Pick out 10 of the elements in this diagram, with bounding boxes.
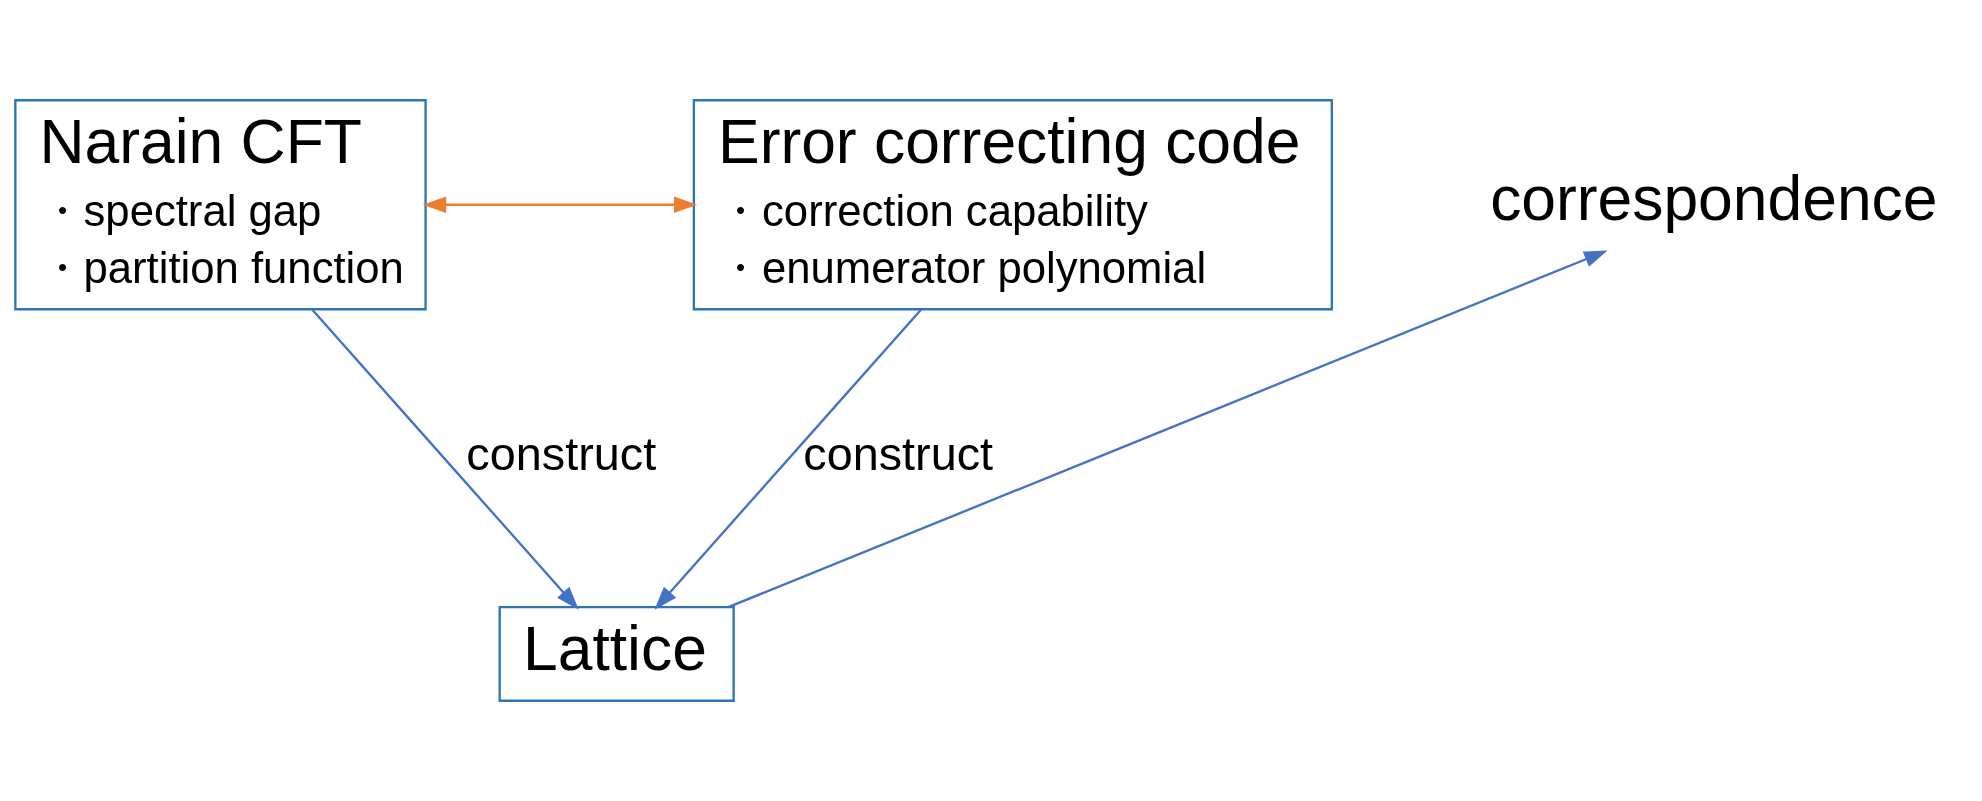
arrow [654, 309, 922, 610]
arrow [311, 309, 579, 610]
arrow [422, 196, 698, 213]
node-box: Lattice [498, 606, 735, 702]
node-box: Narain CFT ・spectral gap ・partition function [14, 99, 427, 311]
arrow [727, 250, 1608, 609]
node-box: Error correcting code ・correction capability ・enumerator polynomial [692, 99, 1333, 311]
edge-label: construct [803, 427, 994, 480]
node-text: correspondence [1490, 164, 1938, 234]
edge-label: construct [466, 427, 657, 480]
